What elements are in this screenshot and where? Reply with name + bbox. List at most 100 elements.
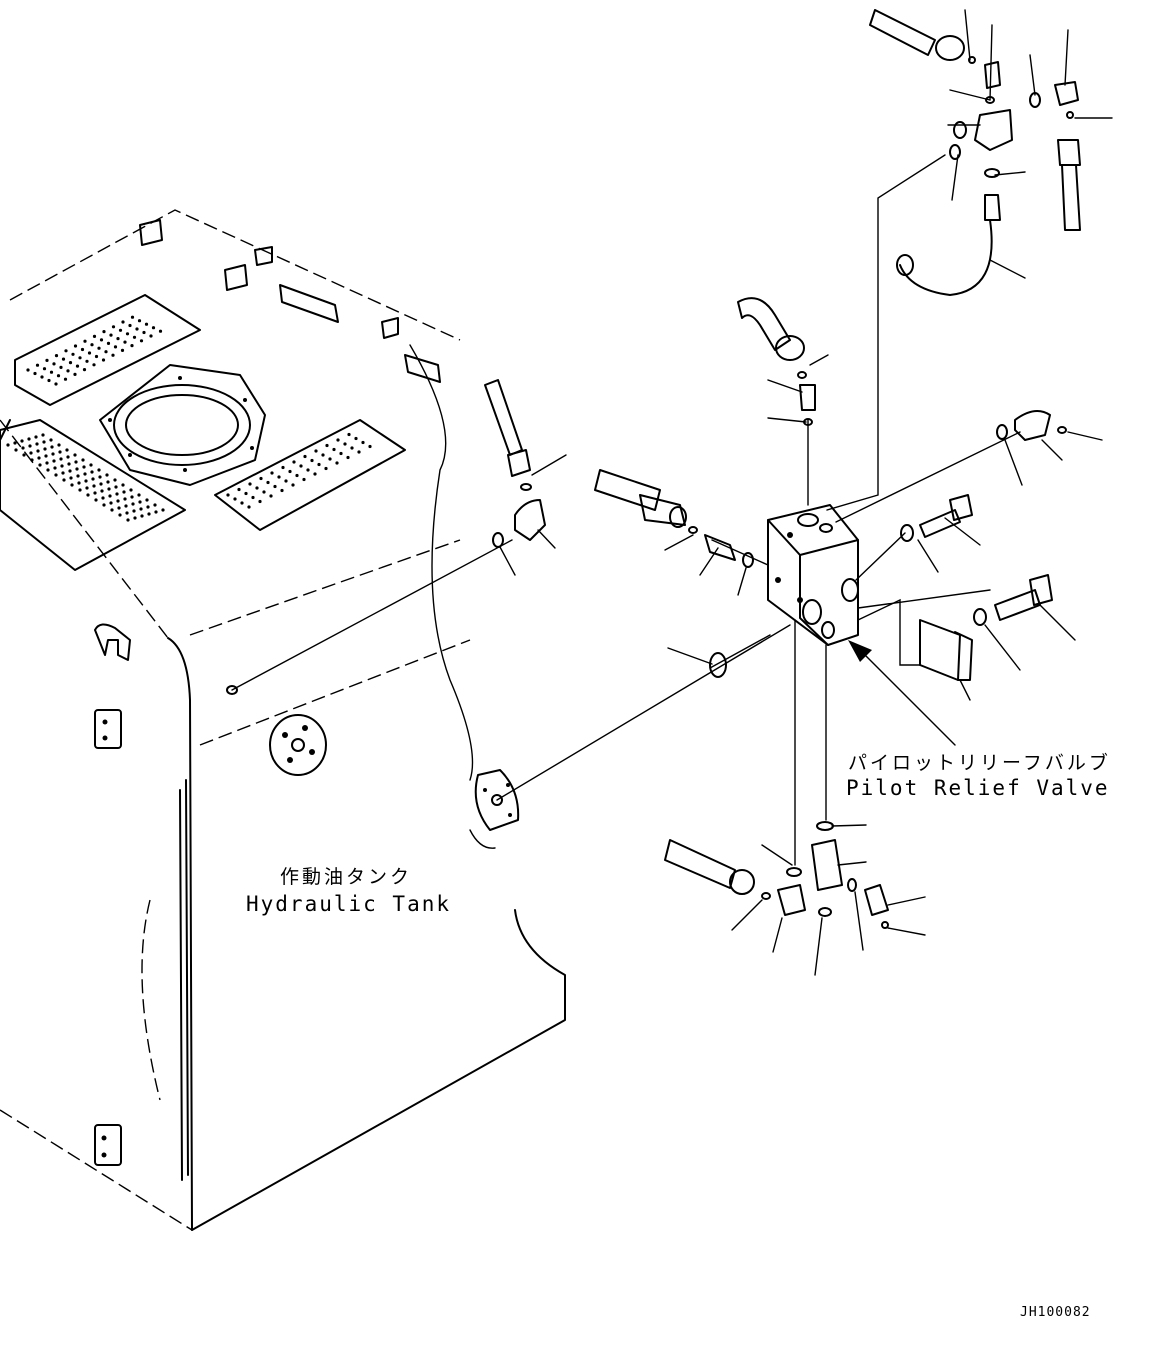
perforation-dot xyxy=(68,361,73,365)
perforation-dot xyxy=(284,479,288,483)
perforation-dot xyxy=(90,343,94,347)
perforation-dot xyxy=(328,457,332,461)
perforation-dot xyxy=(58,450,62,454)
perforation-dot xyxy=(70,483,74,487)
perforation-dot xyxy=(137,319,142,323)
perforation-dot xyxy=(64,349,68,353)
perforation-dot xyxy=(67,462,71,466)
perforation-dot xyxy=(149,334,153,338)
valve-leader-line xyxy=(864,654,956,746)
perforation-dot xyxy=(144,322,149,326)
perforation-dot xyxy=(113,478,117,482)
perforation-dot xyxy=(38,463,42,467)
perforation-dot xyxy=(126,518,130,522)
tank-bottom-right-edge xyxy=(191,909,566,1231)
perforation-dot xyxy=(51,452,55,456)
perforation-dot xyxy=(255,486,259,490)
tank-top-front-edge xyxy=(0,419,169,639)
perforation-dot xyxy=(93,491,97,495)
perforation-dot xyxy=(132,335,137,339)
perforation-dot xyxy=(291,483,295,487)
perforation-dot xyxy=(78,488,82,492)
perforation-dot xyxy=(247,505,251,509)
perforation-dot xyxy=(82,368,87,372)
perforation-dot xyxy=(154,510,158,514)
perforation-dot xyxy=(125,511,129,515)
perforation-dot xyxy=(292,460,296,464)
perforation-dot xyxy=(135,327,139,331)
perforation-dot xyxy=(73,372,77,376)
hydraulic-tank xyxy=(0,209,566,1231)
perforation-dot xyxy=(91,477,95,481)
perforation-dot xyxy=(87,351,92,355)
perforation-dot xyxy=(237,487,241,492)
perforation-dot xyxy=(313,472,317,476)
perforation-dot xyxy=(310,458,314,463)
perforation-dot xyxy=(61,471,65,475)
perforation-dot xyxy=(35,442,39,446)
perforation-dot xyxy=(102,330,106,334)
perforation-dot xyxy=(59,365,63,369)
perforation-dot xyxy=(69,476,73,480)
perforation-dot xyxy=(151,326,156,330)
perforation-dot xyxy=(59,457,63,461)
perforation-dot xyxy=(346,455,350,460)
perforation-dot xyxy=(14,448,18,452)
perforation-dot xyxy=(114,485,118,489)
perforation-dot xyxy=(288,469,292,474)
perforation-dot xyxy=(71,352,75,356)
perforation-dot xyxy=(77,481,81,485)
perforation-dot xyxy=(61,357,66,361)
perforation-dot xyxy=(111,353,115,357)
perforation-dot xyxy=(54,382,58,386)
perforation-dot xyxy=(107,487,111,491)
perforation-dot xyxy=(94,354,99,359)
tank-side-port xyxy=(269,714,327,776)
perforation-dot xyxy=(106,480,110,484)
perforation-dot xyxy=(85,486,89,490)
perforation-dot xyxy=(105,473,109,477)
perforation-dot xyxy=(113,345,118,349)
perforation-dot xyxy=(357,450,361,454)
perforation-dot xyxy=(258,499,262,504)
perforation-dot xyxy=(63,377,68,381)
perforation-dot xyxy=(40,375,44,379)
perforation-dot xyxy=(104,350,108,354)
perforation-dot xyxy=(303,454,307,459)
perforation-dot xyxy=(76,474,80,478)
perforation-dot xyxy=(138,500,142,504)
perforation-dot xyxy=(22,453,26,457)
hose-upper-center xyxy=(737,297,816,426)
perforation-dot xyxy=(118,513,122,517)
tank-bottom-plate xyxy=(94,1124,122,1166)
perforation-dot xyxy=(84,479,88,483)
perforation-dot xyxy=(280,488,284,493)
perforation-dot xyxy=(130,495,134,499)
perforation-dot xyxy=(248,482,252,486)
perforation-dot xyxy=(347,432,351,437)
perforation-dot xyxy=(66,455,70,459)
perforation-dot xyxy=(139,507,143,511)
perforation-dot xyxy=(92,363,96,367)
perforation-dot xyxy=(89,463,93,467)
perforation-dot xyxy=(266,480,270,485)
perforation-dot xyxy=(28,444,32,448)
assembly-lines xyxy=(231,154,1021,866)
perforation-dot xyxy=(80,347,85,352)
tank-mid-edge xyxy=(199,639,471,746)
perforation-dot xyxy=(259,476,263,481)
valve-label-en: Pilot Relief Valve xyxy=(846,776,1110,800)
perforated-plate-left xyxy=(14,294,201,406)
perforation-dot xyxy=(324,466,328,471)
perforation-dot xyxy=(29,451,33,455)
perforation-dot xyxy=(109,501,113,505)
perforation-dot xyxy=(153,503,157,507)
tank-label-en: Hydraulic Tank xyxy=(246,892,452,916)
hose-left xyxy=(484,379,546,548)
perforation-dot xyxy=(125,332,130,336)
perforation-dot xyxy=(115,492,119,496)
perforation-dot xyxy=(57,443,61,447)
perforation-dot xyxy=(62,478,66,482)
